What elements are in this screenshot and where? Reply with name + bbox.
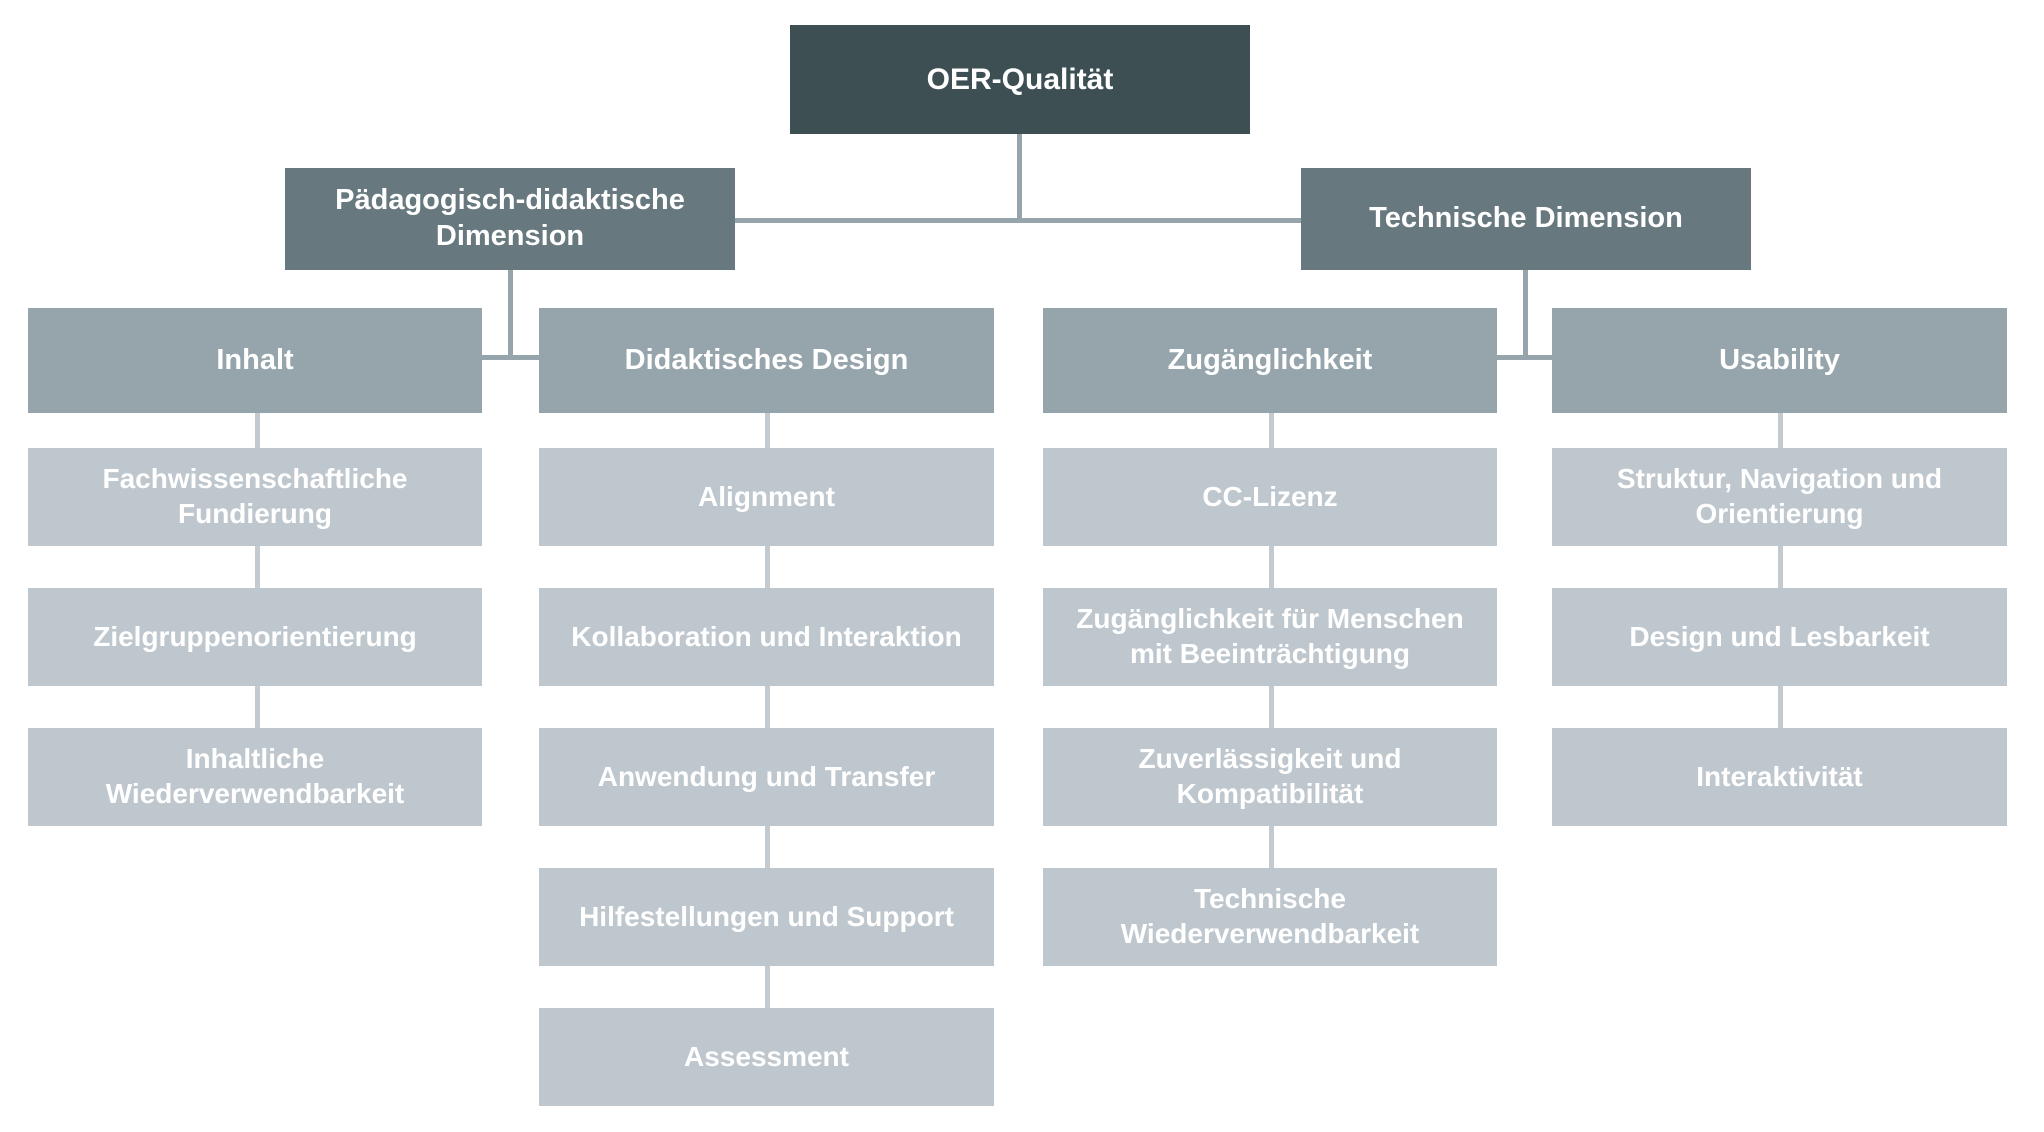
node-technische-dimension[interactable]: Technische Dimension <box>1301 168 1751 270</box>
node-inhaltliche-wiederverwendbarkeit[interactable]: Inhaltliche Wiederverwendbarkeit <box>28 728 482 826</box>
node-inhalt[interactable]: Inhalt <box>28 308 482 413</box>
node-struktur-navigation-und-orientierung[interactable]: Struktur, Navigation und Orientierung <box>1552 448 2007 546</box>
node-didaktisches-design[interactable]: Didaktisches Design <box>539 308 994 413</box>
node-paedagogisch-didaktische-dimension[interactable]: Pädagogisch-didaktische Dimension <box>285 168 735 270</box>
node-cc-lizenz[interactable]: CC-Lizenz <box>1043 448 1497 546</box>
node-usability[interactable]: Usability <box>1552 308 2007 413</box>
connector-level2-bus <box>733 218 1303 223</box>
connector-zugaenglichkeit-spine <box>1269 413 1274 963</box>
connector-technische-vertical <box>1523 270 1528 360</box>
node-zugaenglichkeit-fuer-menschen-mit-beeintraechtigung[interactable]: Zugänglichkeit für Menschen mit Beeinträ… <box>1043 588 1497 686</box>
node-interaktivitaet[interactable]: Interaktivität <box>1552 728 2007 826</box>
connector-technische-bus <box>1494 355 1554 360</box>
node-oer-qualitaet[interactable]: OER-Qualität <box>790 25 1250 134</box>
node-zuverlaessigkeit-und-kompatibilitaet[interactable]: Zuverlässigkeit und Kompatibilität <box>1043 728 1497 826</box>
connector-paedagogisch-bus <box>480 355 540 360</box>
node-fachwissenschaftliche-fundierung[interactable]: Fachwissenschaftliche Fundierung <box>28 448 482 546</box>
node-hilfestellungen-und-support[interactable]: Hilfestellungen und Support <box>539 868 994 966</box>
node-kollaboration-und-interaktion[interactable]: Kollaboration und Interaktion <box>539 588 994 686</box>
node-zielgruppenorientierung[interactable]: Zielgruppenorientierung <box>28 588 482 686</box>
connector-root-vertical <box>1017 134 1022 222</box>
node-assessment[interactable]: Assessment <box>539 1008 994 1106</box>
node-alignment[interactable]: Alignment <box>539 448 994 546</box>
connector-paedagogisch-vertical <box>508 270 513 360</box>
node-zugaenglichkeit[interactable]: Zugänglichkeit <box>1043 308 1497 413</box>
node-technische-wiederverwendbarkeit[interactable]: Technische Wiederverwendbarkeit <box>1043 868 1497 966</box>
node-design-und-lesbarkeit[interactable]: Design und Lesbarkeit <box>1552 588 2007 686</box>
node-anwendung-und-transfer[interactable]: Anwendung und Transfer <box>539 728 994 826</box>
